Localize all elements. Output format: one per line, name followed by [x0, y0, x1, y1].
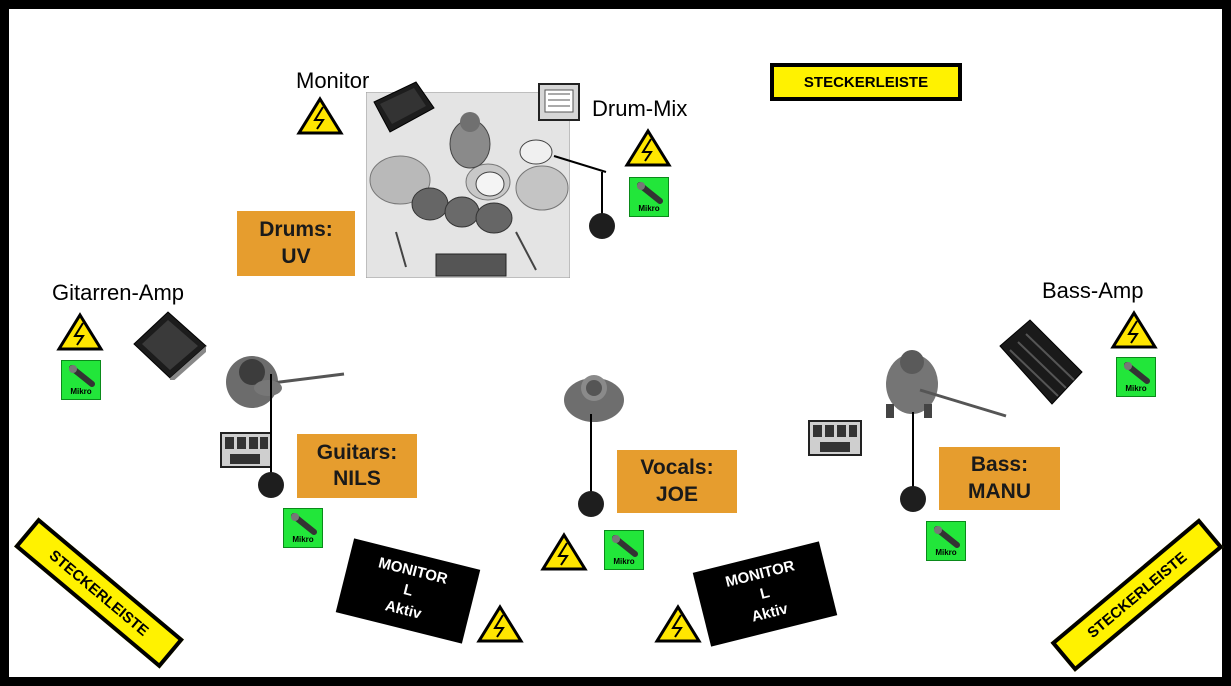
vocal-mic-stand-icon [576, 412, 606, 525]
bass-pedalboard-icon [808, 420, 862, 461]
vocals-name-box: Vocals: JOE [617, 450, 737, 513]
guitars-name-box: Guitars: NILS [297, 434, 417, 498]
bass-name: MANU [968, 479, 1031, 503]
warning-triangle-icon [296, 96, 344, 141]
mikro-label: Mikro [70, 387, 92, 396]
bassist-musician-icon [880, 344, 1010, 439]
mikro-label: Mikro [292, 535, 314, 544]
warning-triangle-icon [56, 312, 104, 357]
microphone-icon [291, 513, 317, 535]
drums-name-box: Drums: UV [237, 211, 355, 276]
bass-amp-icon [996, 316, 1086, 415]
vocalist-musician-icon [560, 368, 630, 433]
microphone-icon [637, 182, 663, 204]
bass-name-box: Bass: MANU [939, 447, 1060, 510]
mikro-label: Mikro [638, 204, 660, 213]
microphone-icon [934, 526, 960, 548]
drum-mix-amp-icon [536, 80, 582, 129]
power-strip-top: STECKERLEISTE [770, 63, 962, 101]
mikro-box-vocals: Mikro [604, 530, 644, 570]
gitarren-amp-label: Gitarren-Amp [52, 280, 185, 305]
drum-mix-label: Drum-Mix [592, 96, 688, 121]
mikro-box-bass-amp: Mikro [1116, 357, 1156, 397]
warning-triangle-icon [476, 604, 524, 649]
guitar-amp-icon [130, 308, 210, 385]
drum-mic-stand-icon [552, 152, 622, 249]
microphone-icon [612, 535, 638, 557]
mikro-box-bass: Mikro [926, 521, 966, 561]
microphone-icon [1124, 362, 1150, 384]
vocals-role: Vocals: [640, 456, 714, 480]
bass-mic-stand-icon [898, 410, 928, 521]
drums-role: Drums: [259, 218, 333, 242]
warning-triangle-icon [654, 604, 702, 649]
warning-triangle-icon [624, 128, 672, 173]
microphone-icon [69, 365, 95, 387]
drum-monitor-amp-icon [368, 78, 438, 143]
mikro-box-drum: Mikro [629, 177, 669, 217]
guitar-pedalboard-icon [220, 432, 272, 473]
mikro-box-guitar: Mikro [283, 508, 323, 548]
mikro-label: Mikro [1125, 384, 1147, 393]
guitarist-musician-icon [214, 350, 354, 425]
mikro-label: Mikro [935, 548, 957, 557]
guitar-mic-stand-icon [256, 372, 286, 505]
guitars-role: Guitars: [316, 440, 398, 464]
guitars-name: NILS [333, 467, 381, 490]
bass-amp-label: Bass-Amp [1042, 278, 1144, 303]
drums-name: UV [281, 244, 311, 268]
bass-role: Bass: [970, 453, 1029, 477]
warning-triangle-icon [540, 532, 588, 577]
mikro-box-guitar-amp: Mikro [61, 360, 101, 400]
warning-triangle-icon [1110, 310, 1158, 355]
monitor-label: Monitor [296, 68, 370, 93]
vocals-name: JOE [655, 482, 699, 506]
mikro-label: Mikro [613, 557, 635, 566]
